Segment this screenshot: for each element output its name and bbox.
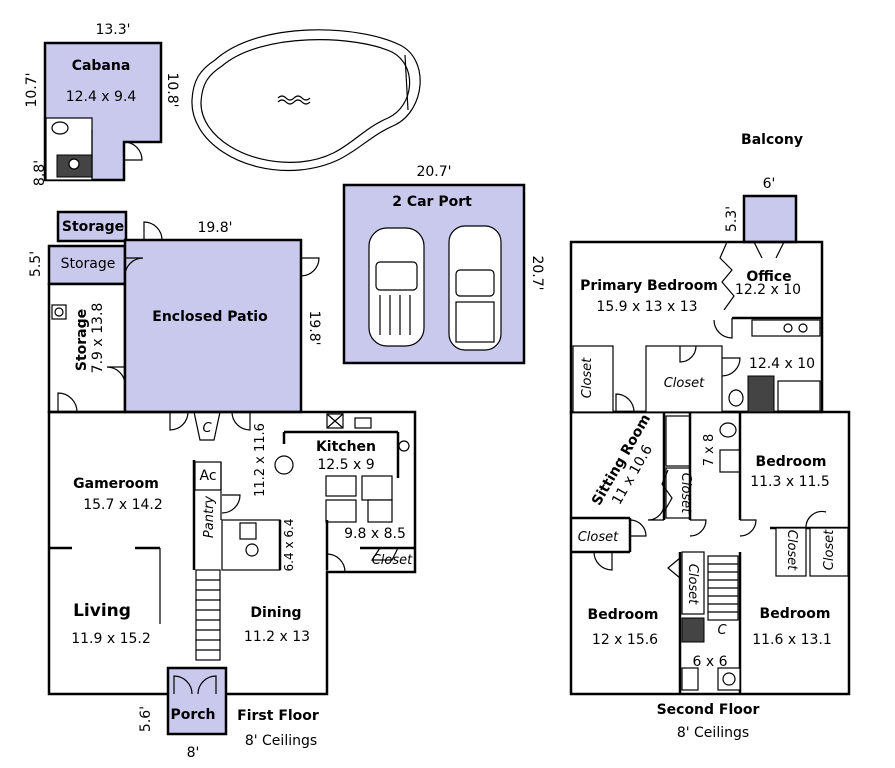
bath-dim: 6.4 x 6.4: [282, 519, 296, 572]
bedroom-right-top-size: 11.3 x 11.5: [750, 474, 830, 490]
primary-bedroom-size: 15.9 x 13 x 13: [596, 299, 697, 315]
stairs-second-floor: [707, 555, 739, 621]
enclosed-patio-label: Enclosed Patio: [152, 309, 268, 325]
dining-size: 11.2 x 13: [244, 629, 310, 645]
cabana-label: Cabana: [72, 58, 131, 74]
closet-r2-label: Closet: [822, 529, 837, 570]
storage-top-label: Storage: [62, 219, 124, 235]
stairs-first-floor: [195, 569, 221, 661]
hall-dim: 11.2 x 11.6: [253, 423, 268, 497]
porch-width-dim: 8': [187, 745, 200, 761]
closet-r1-label: Closet: [784, 530, 799, 571]
bedroom-right-label: Bedroom: [760, 606, 831, 622]
balcony-label: Balcony: [741, 132, 803, 148]
laundry-dim: 9.8 x 8.5: [344, 526, 406, 542]
gameroom-size: 15.7 x 14.2: [83, 497, 163, 513]
closet-lower-left-label: Closet: [578, 530, 619, 545]
balcony-width-dim: 6': [763, 176, 776, 192]
primary-bedroom-label: Primary Bedroom: [580, 278, 718, 294]
storage-top-room: [56, 210, 128, 243]
patio-width-dim: 19.8': [197, 220, 232, 236]
cabana-size: 12.4 x 9.4: [66, 89, 137, 105]
bedroom-right-size: 11.6 x 13.1: [752, 632, 832, 648]
office-size: 12.2 x 10: [735, 282, 801, 298]
ac-label: Ac: [199, 468, 216, 484]
dining-label: Dining: [250, 605, 301, 621]
storage-side-size: 7.9 x 13.8: [90, 303, 106, 374]
second-floor-title: Second Floor: [657, 702, 760, 718]
cabana-width-dim: 13.3': [95, 22, 130, 38]
enclosed-patio-room: [123, 238, 303, 414]
bedroom-left-size: 12 x 15.6: [592, 632, 658, 648]
primary-bath-size: 12.4 x 10: [749, 356, 815, 372]
cabana-height-right-dim: 10.8': [164, 72, 180, 107]
cabana-height-left-dim: 10.7': [24, 72, 40, 107]
porch-label: Porch: [170, 707, 215, 723]
kitchen-size: 12.5 x 9: [317, 457, 374, 473]
bath-mid-size: 7 x 8: [702, 434, 717, 467]
gameroom-label: Gameroom: [73, 476, 159, 492]
living-size: 11.9 x 15.2: [71, 631, 151, 647]
first-floor-title: First Floor: [237, 708, 319, 724]
balcony-room: [742, 194, 798, 244]
first-closet-label: Closet: [372, 553, 413, 568]
kitchen-label: Kitchen: [316, 439, 376, 455]
carport-height-dim: 20.7': [529, 255, 545, 290]
patio-height-dim: 19.8': [306, 310, 322, 345]
car-port-label: 2 Car Port: [392, 194, 472, 210]
porch-room: [166, 666, 228, 736]
primary-closet-label: Closet: [664, 376, 705, 391]
pantry-label: Pantry: [202, 496, 217, 538]
closet-left-label: Closet: [580, 357, 595, 398]
balcony-height-dim: 5.3': [724, 206, 740, 232]
bedroom-left-label: Bedroom: [588, 607, 659, 623]
living-label: Living: [73, 601, 131, 621]
storage-left-label: Storage: [61, 256, 116, 272]
closet-c-second-label: C: [717, 623, 727, 638]
carport-width-dim: 20.7': [416, 164, 451, 180]
closet-center-label: Closet: [685, 564, 700, 605]
closet-c-label: C: [202, 421, 212, 436]
second-floor-ceilings: 8' Ceilings: [677, 725, 749, 741]
car-icon-2: [448, 225, 502, 351]
bedroom-right-top-label: Bedroom: [756, 454, 827, 470]
second-floor-interior: [571, 241, 849, 694]
storage-side-label: Storage: [74, 309, 90, 371]
cabana-bath: [45, 117, 93, 181]
porch-height-dim: 5.6': [138, 706, 154, 732]
pool: [191, 29, 421, 172]
cabana-lower-dim: 8.8': [32, 160, 48, 186]
first-floor-ceilings: 8' Ceilings: [245, 733, 317, 749]
closet-mid-label: Closet: [678, 473, 693, 514]
half-bath-size: 6 x 6: [693, 654, 728, 670]
car-icon-1: [368, 227, 425, 347]
storage-height-dim: 5.5': [28, 251, 44, 277]
office-label: Office: [746, 269, 791, 285]
first-floor-interior: [49, 411, 415, 624]
